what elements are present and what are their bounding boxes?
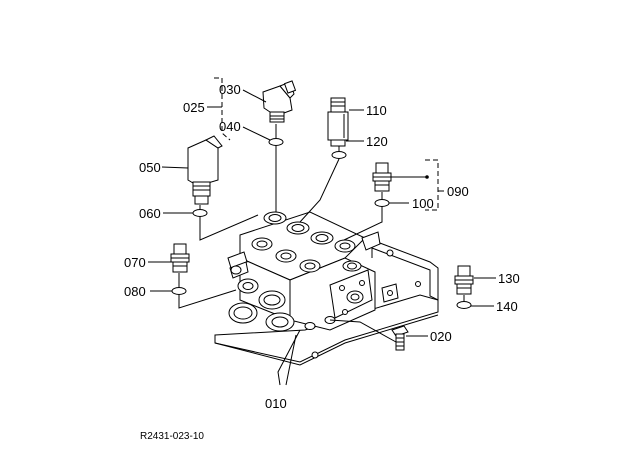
group-bracket-090 xyxy=(425,159,444,211)
label-120: 120 xyxy=(366,134,388,149)
plug-fitting-130 xyxy=(454,265,474,295)
control-valve-body xyxy=(227,211,399,332)
label-050: 050 xyxy=(139,160,161,175)
label-025: 025 xyxy=(183,100,205,115)
plug-fitting-090 xyxy=(372,162,392,192)
o-ring-060 xyxy=(192,209,208,217)
o-ring-040 xyxy=(268,138,284,146)
group-bracket-025 xyxy=(207,77,231,141)
label-110: 110 xyxy=(366,103,387,118)
part-labels: 010 020 025 030 040 050 060 070 080 090 … xyxy=(124,82,520,411)
assembly-lines xyxy=(178,124,465,386)
o-ring-120 xyxy=(331,151,347,159)
label-130: 130 xyxy=(498,271,520,286)
plug-fitting-070 xyxy=(170,243,190,273)
bolt-020 xyxy=(391,325,409,351)
label-060: 060 xyxy=(139,206,161,221)
label-080: 080 xyxy=(124,284,146,299)
o-ring-140 xyxy=(456,301,472,309)
label-070: 070 xyxy=(124,255,146,270)
o-ring-100 xyxy=(374,199,390,207)
label-030: 030 xyxy=(219,82,241,97)
o-ring-080 xyxy=(171,287,187,295)
relief-fitting-110 xyxy=(327,97,349,147)
label-010: 010 xyxy=(265,396,287,411)
label-140: 140 xyxy=(496,299,518,314)
label-040: 040 xyxy=(219,119,241,134)
label-100: 100 xyxy=(412,196,434,211)
label-090: 090 xyxy=(447,184,469,199)
label-020: 020 xyxy=(430,329,452,344)
leader-lines xyxy=(148,89,496,337)
elbow-fitting-050 xyxy=(187,135,223,205)
reference-code: R2431-023-10 xyxy=(140,431,204,442)
elbow-fitting-030 xyxy=(262,80,297,123)
